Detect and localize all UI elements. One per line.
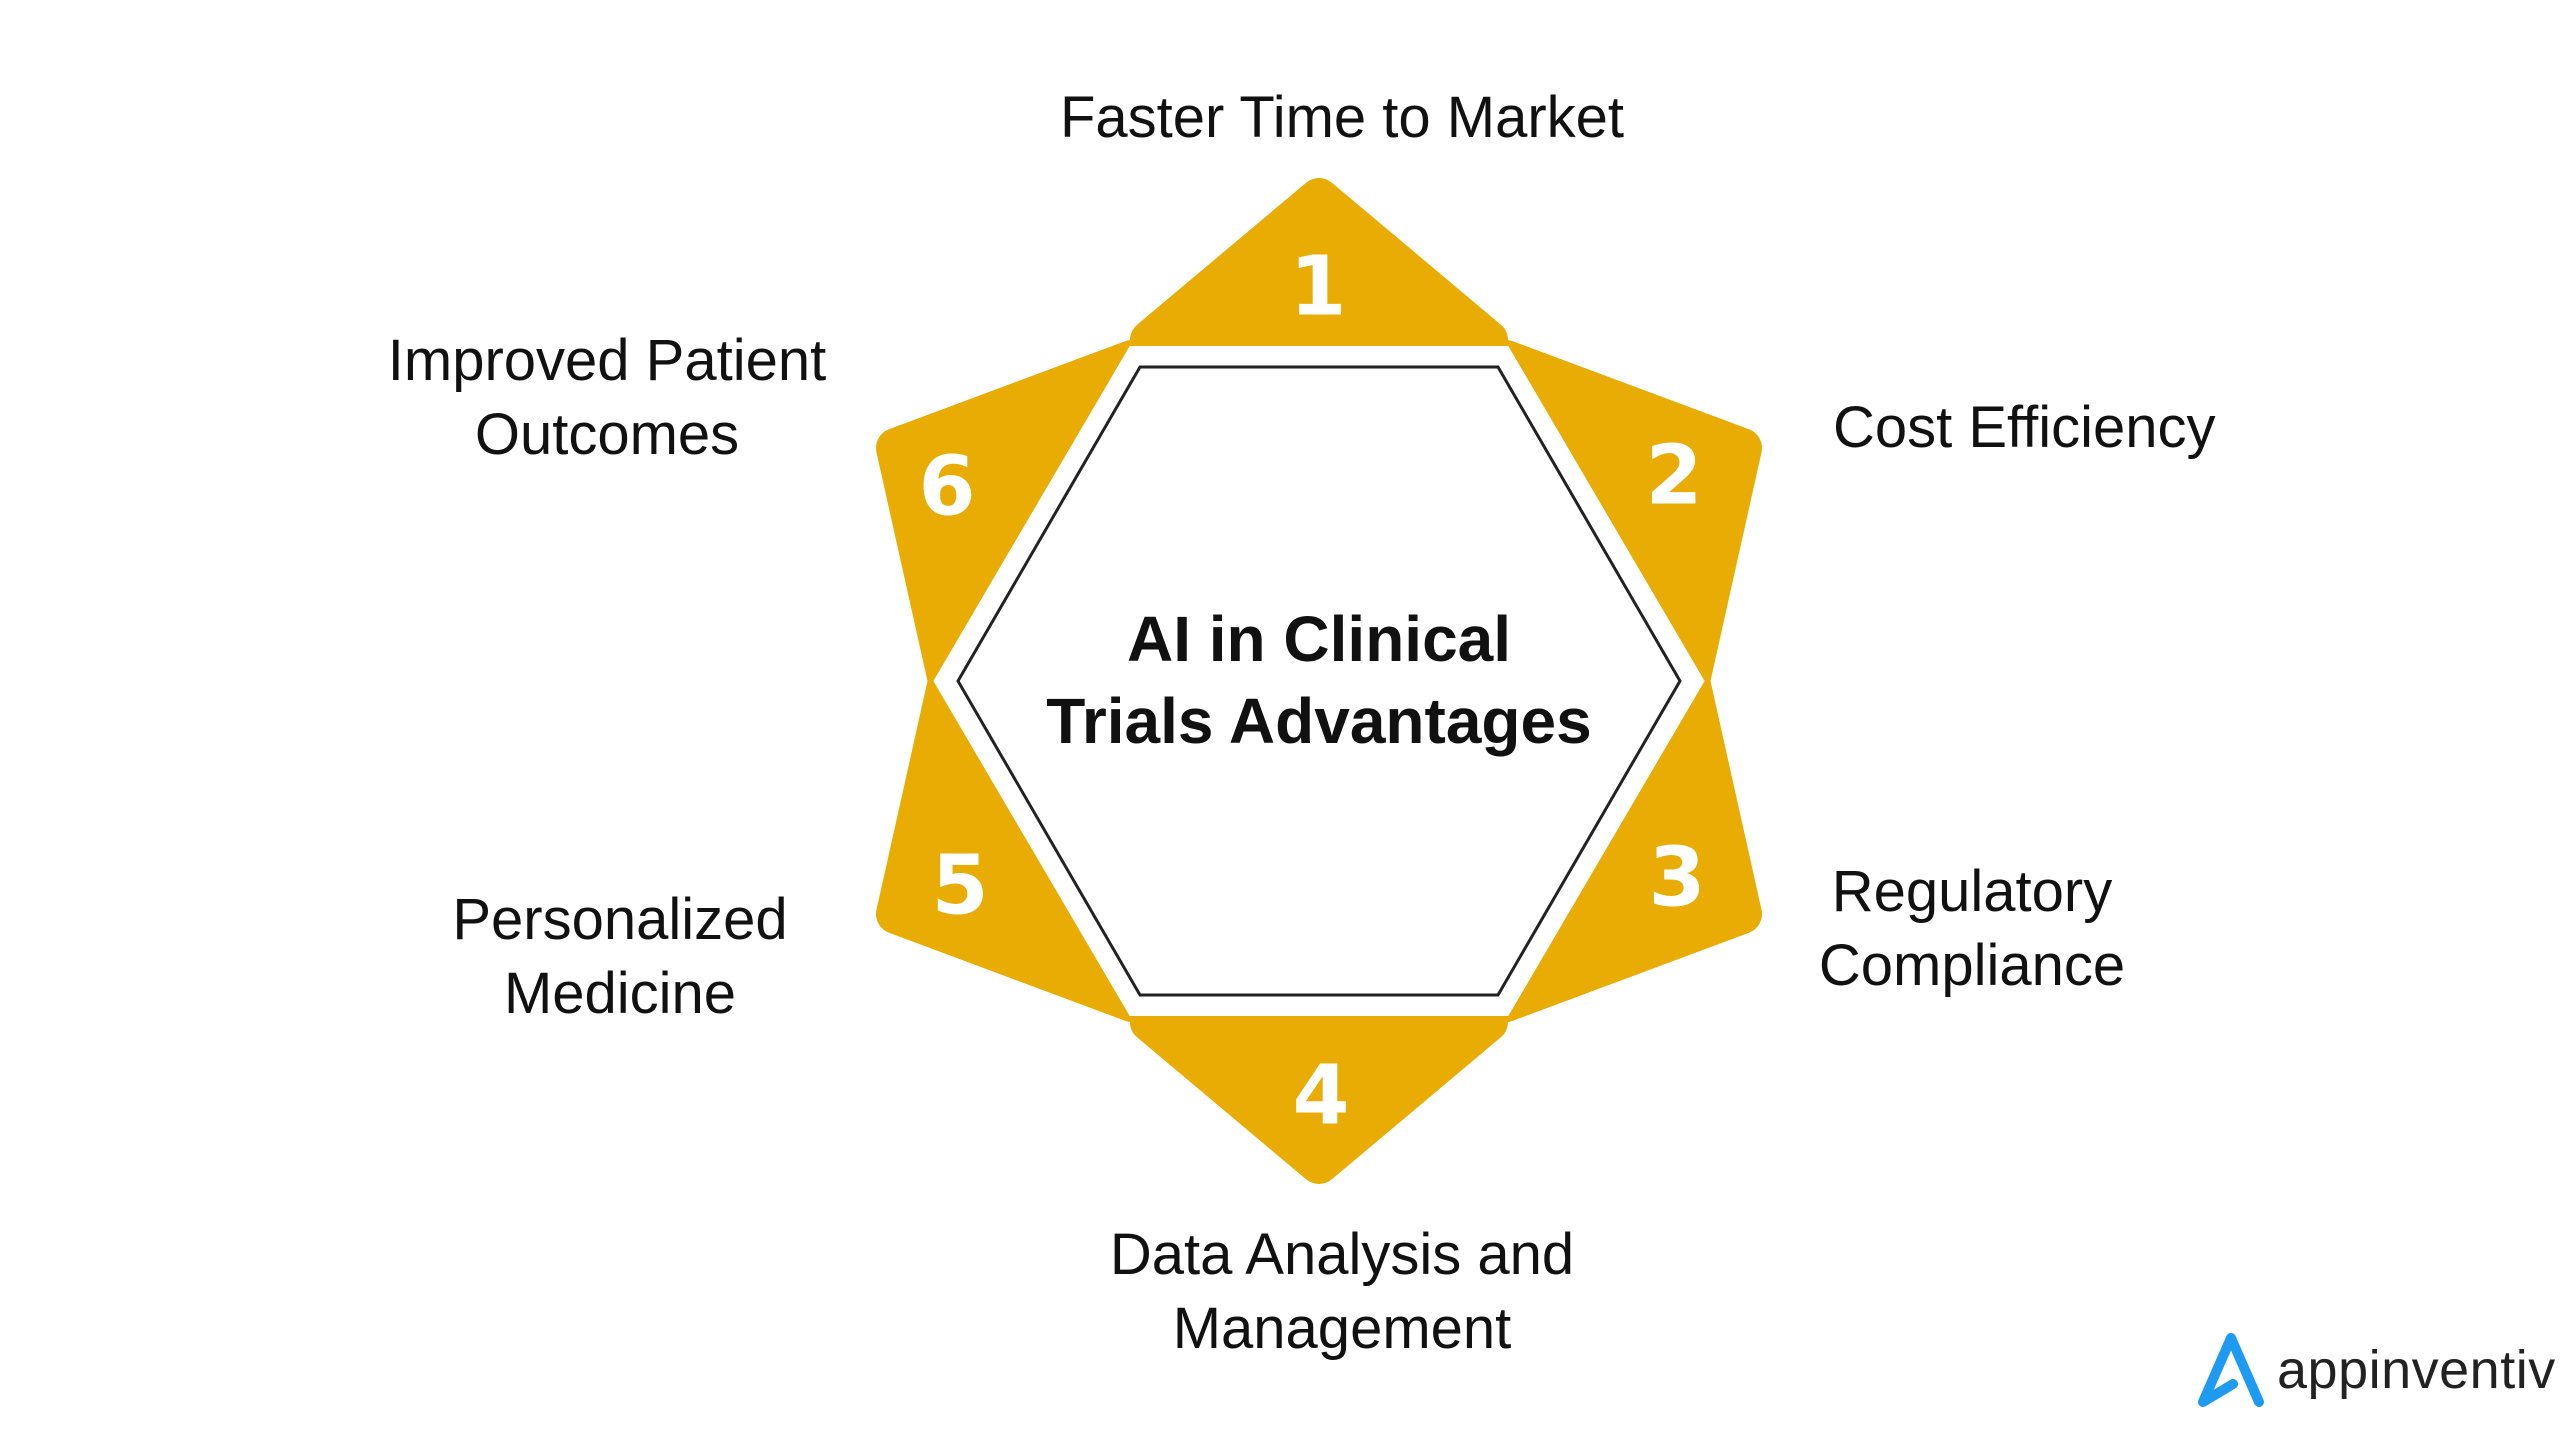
label-3: Regulatory Compliance (1819, 855, 2125, 1003)
label-4: Data Analysis and Management (1110, 1218, 1574, 1366)
label-6: Improved Patient Outcomes (388, 324, 826, 472)
center-hexagon-outline (956, 365, 1682, 997)
appinventiv-logo: appinventiv (2195, 1330, 2556, 1410)
logo-text: appinventiv (2277, 1340, 2556, 1400)
number-6: 6 (918, 440, 975, 535)
label-5: Personalized Medicine (452, 883, 787, 1031)
number-2: 2 (1645, 429, 1702, 524)
label-line: Compliance (1818, 933, 2126, 998)
number-5: 5 (931, 839, 988, 934)
diagram-title: AI in Clinical Trials Advantages (1046, 598, 1591, 762)
label-line: Outcomes (474, 402, 740, 467)
label-line: Improved Patient (387, 328, 827, 393)
label-line: Regulatory (1831, 859, 2113, 924)
number-1: 1 (1289, 240, 1346, 335)
title-line: AI in Clinical (1126, 603, 1512, 675)
star-point-1 (1130, 178, 1508, 360)
label-1: Faster Time to Market (1060, 81, 1624, 155)
star-point-4 (1130, 1002, 1508, 1184)
label-line: Medicine (503, 961, 737, 1026)
title-line: Trials Advantages (1046, 685, 1592, 757)
label-line: Personalized (452, 887, 788, 952)
number-3: 3 (1648, 831, 1705, 926)
label-line: Data Analysis and (1109, 1222, 1575, 1287)
label-line: Faster Time to Market (1059, 85, 1625, 150)
number-4: 4 (1292, 1049, 1349, 1144)
label-line: Management (1172, 1296, 1512, 1361)
appinventiv-a-icon (2198, 1333, 2264, 1407)
label-2: Cost Efficiency (1833, 391, 2216, 465)
label-line: Cost Efficiency (1833, 395, 2216, 460)
